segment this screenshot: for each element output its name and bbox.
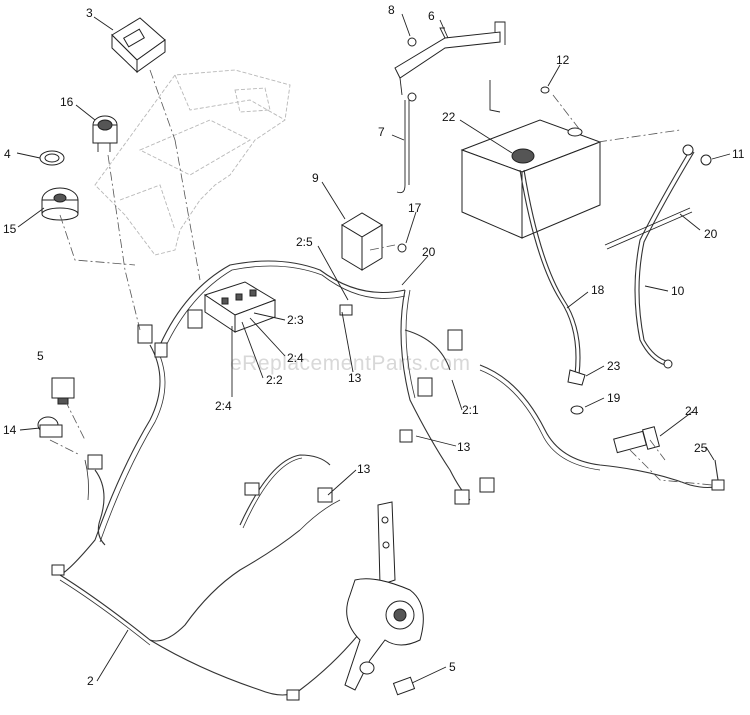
callout-17: 17 <box>408 201 422 215</box>
callout-19: 19 <box>607 391 621 405</box>
callout-2-1: 2:1 <box>462 403 479 417</box>
ignition-nut-part <box>39 150 65 166</box>
key-switch-part <box>92 115 118 152</box>
hour-meter-part <box>111 17 166 74</box>
wire-harness <box>59 260 721 696</box>
washer-part <box>570 405 584 415</box>
brake-lever-assembly <box>344 501 424 691</box>
callout-13-bottom: 13 <box>357 462 371 476</box>
callout-2: 2 <box>87 674 94 688</box>
brake-switch-part <box>392 676 416 696</box>
cable-terminal <box>682 144 694 156</box>
callout-2-4-right: 2:4 <box>287 351 304 365</box>
battery-cable-positive <box>634 149 691 366</box>
callout-12: 12 <box>556 53 570 67</box>
callout-16: 16 <box>60 95 74 109</box>
battery-cable-negative <box>519 169 577 376</box>
rod-part <box>396 100 406 194</box>
callout-2-2: 2:2 <box>266 373 283 387</box>
callout-24: 24 <box>685 404 699 418</box>
seat-switch-part <box>51 377 75 405</box>
callout-18: 18 <box>591 283 605 297</box>
leader-lines <box>16 13 731 684</box>
callout-15: 15 <box>3 222 17 236</box>
terminal-cover-part <box>567 369 586 386</box>
harness-connectors <box>51 304 495 701</box>
battery-cable-positive-edge <box>638 151 695 363</box>
callout-23: 23 <box>607 359 621 373</box>
callout-25: 25 <box>694 441 708 455</box>
callout-8: 8 <box>388 3 395 17</box>
pto-switch-part <box>37 416 63 438</box>
battery-holddown-part <box>394 21 506 113</box>
callout-13-center: 13 <box>348 371 362 385</box>
screw-part <box>397 243 407 253</box>
callout-7: 7 <box>378 125 385 139</box>
fuel-solenoid-part <box>613 426 660 454</box>
callout-14: 14 <box>3 423 17 437</box>
bolt-part <box>700 154 712 166</box>
diode-part <box>711 459 725 491</box>
callout-2-5: 2:5 <box>296 235 313 249</box>
callout-5-left: 5 <box>37 349 44 363</box>
callout-13-right: 13 <box>457 440 471 454</box>
cable-terminal <box>663 359 673 369</box>
callout-9: 9 <box>312 171 319 185</box>
callout-11: 11 <box>732 147 745 161</box>
callout-3: 3 <box>86 6 93 20</box>
callout-2-4-left: 2:4 <box>215 399 232 413</box>
callout-4: 4 <box>4 147 11 161</box>
callout-10: 10 <box>671 284 685 298</box>
ignition-switch-part <box>41 187 79 221</box>
relay-part <box>341 212 383 271</box>
cable-tie-part <box>604 207 691 246</box>
reference-lines <box>49 69 713 486</box>
callout-20-center: 20 <box>422 245 436 259</box>
callout-5-bottom: 5 <box>449 660 456 674</box>
battery-cable-negative-edge <box>523 169 581 376</box>
callout-20-right: 20 <box>704 227 718 241</box>
battery-part <box>460 86 602 239</box>
cable-tie-part-edge <box>606 211 693 250</box>
callouts: 3 8 6 12 16 22 7 4 11 15 9 17 20 2:5 20 … <box>3 3 745 688</box>
callout-22: 22 <box>442 110 456 124</box>
watermark: eReplacementParts.com <box>230 352 470 375</box>
callout-2-3: 2:3 <box>287 313 304 327</box>
fuse-block-part <box>203 281 277 333</box>
control-panel-frame <box>94 69 291 256</box>
callout-6: 6 <box>428 9 435 23</box>
